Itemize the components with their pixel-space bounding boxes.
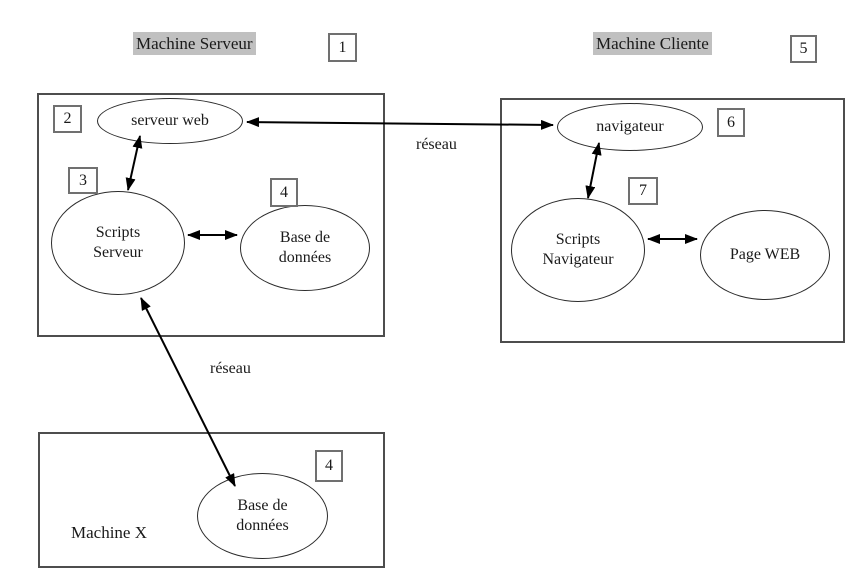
reseau-label-bottom: réseau xyxy=(210,360,251,377)
badge-1: 1 xyxy=(328,33,357,62)
badge-6: 6 xyxy=(717,108,745,137)
base-donnees-x-label: Base de données xyxy=(236,497,289,534)
base-donnees-serveur-label: Base de données xyxy=(278,229,332,266)
badge-2: 2 xyxy=(53,105,82,133)
navigateur-label: navigateur xyxy=(596,118,664,135)
scripts-serveur-node: Scripts Serveur xyxy=(51,191,185,295)
badge-7: 7 xyxy=(628,177,658,205)
badge-4-machine-x: 4 xyxy=(315,450,343,482)
scripts-navigateur-label: Scripts Navigateur xyxy=(542,231,614,268)
badge-4-serveur: 4 xyxy=(270,178,298,207)
serveur-web-node: serveur web xyxy=(97,98,243,144)
scripts-navigateur-node: Scripts Navigateur xyxy=(511,198,645,302)
navigateur-node: navigateur xyxy=(557,103,703,151)
machine-cliente-box xyxy=(500,98,845,343)
machine-serveur-title: Machine Serveur xyxy=(133,32,256,55)
machine-cliente-title: Machine Cliente xyxy=(593,32,712,55)
scripts-serveur-label: Scripts Serveur xyxy=(93,224,143,261)
reseau-label-top: réseau xyxy=(416,136,457,153)
badge-3: 3 xyxy=(68,167,98,194)
machine-x-title: Machine X xyxy=(71,523,148,542)
base-donnees-x-node: Base de données xyxy=(197,473,328,559)
page-web-node: Page WEB xyxy=(700,210,830,300)
page-web-label: Page WEB xyxy=(729,246,801,263)
badge-5: 5 xyxy=(790,35,817,63)
serveur-web-label: serveur web xyxy=(131,112,209,129)
base-donnees-serveur-node: Base de données xyxy=(240,205,370,291)
